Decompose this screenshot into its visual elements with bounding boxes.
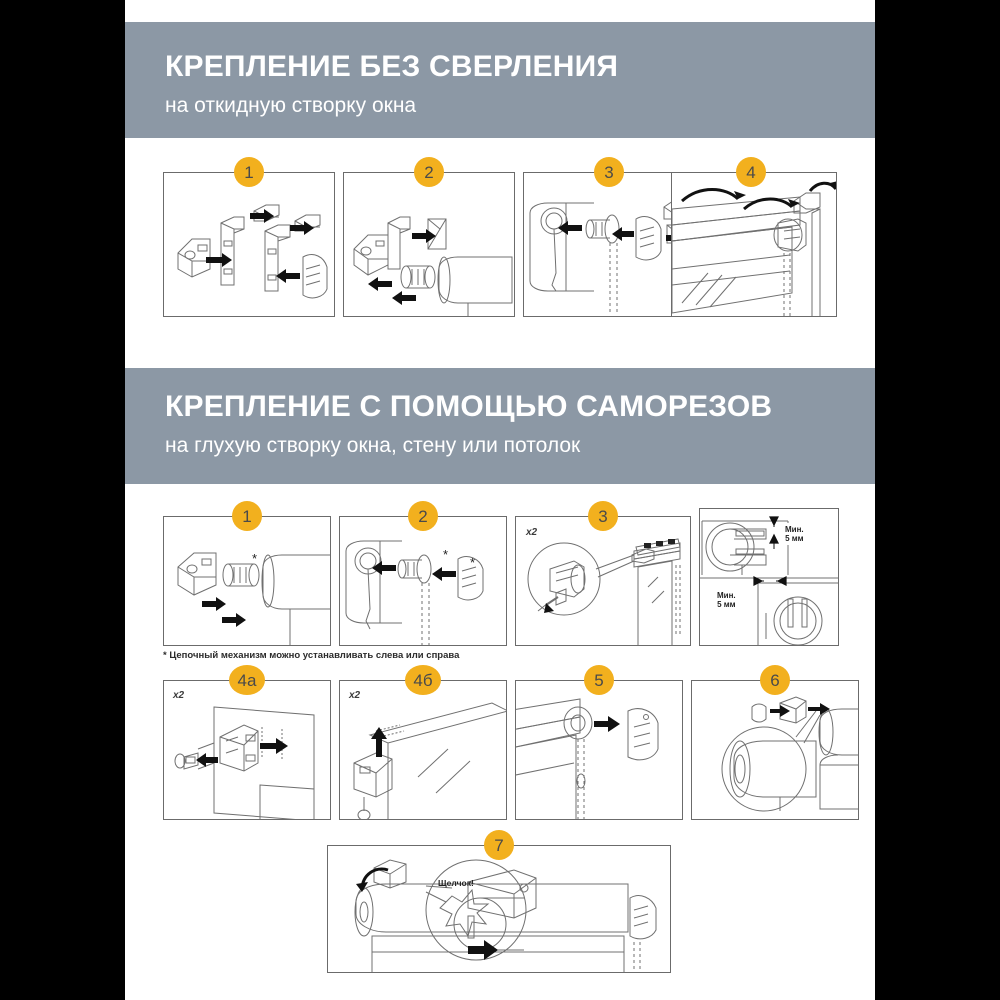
footnote-marker: * — [252, 551, 258, 566]
step-2-illustration — [353, 216, 513, 316]
instruction-sheet: КРЕПЛЕНИЕ БЕЗ СВЕРЛЕНИЯ на откидную ство… — [125, 0, 875, 1000]
screws-step-badge-4a: 4а — [229, 665, 265, 695]
arrow-icon — [290, 221, 314, 235]
screws-step-badge-6: 6 — [760, 665, 790, 695]
arrow-icon — [250, 209, 274, 223]
footnote-marker: * — [443, 547, 449, 562]
screws-step-badge-2: 2 — [408, 501, 438, 531]
screws-step-panel-6 — [691, 680, 859, 820]
section-subtitle-screws: на глухую створку окна, стену или потоло… — [165, 434, 581, 457]
screws-step-panel-1: * — [163, 516, 331, 646]
screws-step-1-illustration — [177, 552, 330, 645]
quantity-label: x2 — [173, 690, 185, 701]
step-panel-4 — [671, 172, 837, 317]
arrow-icon — [196, 753, 218, 767]
click-label: Щелчок! — [438, 878, 474, 888]
chain-side-footnote: * Цепочный механизм можно устанавливать … — [163, 650, 460, 661]
arrow-icon — [276, 269, 300, 283]
screws-step-badge-3: 3 — [588, 501, 618, 531]
screws-step-panel-5 — [515, 680, 683, 820]
arrow-icon — [544, 601, 556, 613]
step-panel-3 — [523, 172, 695, 317]
arrow-icon — [392, 291, 416, 305]
footnote-marker: * — [470, 555, 476, 570]
screws-step-2-illustration — [345, 540, 484, 645]
screws-step-6-illustration — [721, 696, 858, 812]
screws-step-4a-illustration — [174, 706, 315, 819]
section-title-screws: КРЕПЛЕНИЕ С ПОМОЩЬЮ САМОРЕЗОВ — [165, 390, 773, 423]
screws-step-4b-illustration — [353, 702, 506, 819]
screws-step-panel-2: * * — [339, 516, 507, 646]
arrow-icon — [260, 738, 288, 754]
min-label-line2: 5 мм — [785, 534, 804, 544]
arrow-icon — [206, 253, 232, 267]
curved-arrow-icon — [681, 188, 740, 203]
arrow-icon — [468, 940, 498, 960]
arrow-icon — [594, 716, 620, 732]
arrow-icon — [202, 597, 226, 611]
arrow-icon — [612, 227, 634, 241]
min-gap-label-bottom: Мин. 5 мм — [714, 589, 739, 612]
quantity-label: x2 — [526, 527, 538, 538]
section-header-no-drill: КРЕПЛЕНИЕ БЕЗ СВЕРЛЕНИЯ на откидную ство… — [125, 22, 875, 138]
step-badge-4: 4 — [736, 157, 766, 187]
arrow-icon — [372, 561, 396, 575]
step-panel-2 — [343, 172, 515, 317]
screws-step-badge-4b: 4б — [405, 665, 441, 695]
screws-step-badge-1: 1 — [232, 501, 262, 531]
screws-step-panel-7: Щелчок! — [327, 845, 671, 973]
step-panel-1 — [163, 172, 335, 317]
screws-step-7-illustration — [354, 859, 657, 972]
step-badge-2: 2 — [414, 157, 444, 187]
min-gap-label-top: Мин. 5 мм — [782, 523, 807, 546]
screws-step-panel-4a: x2 — [163, 680, 331, 820]
arrow-icon — [432, 567, 456, 581]
section-title-no-drill: КРЕПЛЕНИЕ БЕЗ СВЕРЛЕНИЯ — [165, 50, 619, 83]
min-label-line1: Мин. — [717, 591, 736, 600]
step-1-illustration — [177, 204, 328, 299]
min-label-line2: 5 мм — [717, 600, 736, 610]
min-label-line1: Мин. — [785, 525, 804, 534]
arrow-icon — [368, 277, 392, 291]
step-badge-3: 3 — [594, 157, 624, 187]
arrow-icon — [558, 221, 582, 235]
starburst-icon — [439, 888, 490, 938]
screws-step-5-illustration — [516, 698, 659, 819]
screws-step-badge-5: 5 — [584, 665, 614, 695]
screws-step-panel-4b: x2 — [339, 680, 507, 820]
step-badge-1: 1 — [234, 157, 264, 187]
arrow-icon — [808, 703, 830, 715]
section-subtitle-no-drill: на откидную створку окна — [165, 94, 417, 117]
curved-arrow-icon — [743, 197, 794, 211]
step-3-illustration — [529, 198, 691, 313]
screws-step-3-illustration — [527, 538, 681, 645]
screws-step-panel-3: x2 — [515, 516, 691, 646]
quantity-label: x2 — [349, 690, 361, 701]
dimension-illustration — [700, 516, 838, 645]
screws-step-badge-7: 7 — [484, 830, 514, 860]
screws-dimension-panel: Мин. 5 мм Мин. 5 мм — [699, 508, 839, 646]
section-header-screws: КРЕПЛЕНИЕ С ПОМОЩЬЮ САМОРЕЗОВ на глухую … — [125, 368, 875, 484]
arrow-icon — [412, 229, 436, 243]
arrow-icon — [222, 613, 246, 627]
arrow-icon — [770, 705, 790, 717]
step-4-illustration — [672, 181, 836, 316]
arrow-icon — [371, 727, 387, 757]
